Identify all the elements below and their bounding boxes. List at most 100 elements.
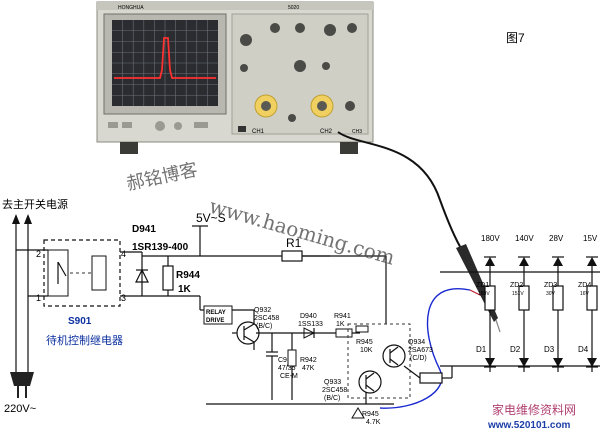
diode-ref-1: D1 xyxy=(476,345,487,354)
svg-text:3: 3 xyxy=(121,293,126,303)
diode-ref-3: D3 xyxy=(544,345,555,354)
scope-waveform xyxy=(114,37,216,79)
zener-voltage-2: 140V xyxy=(515,234,534,243)
r945-top-value: 10K xyxy=(360,347,373,354)
c958-value: 47/35 xyxy=(278,365,296,372)
scope-ch1-label: CH1 xyxy=(252,129,265,135)
scope-model: 5020 xyxy=(288,5,299,11)
r942-ref: R942 xyxy=(300,357,317,364)
s901-ref: S901 xyxy=(68,316,92,327)
svg-text:DRIVE: DRIVE xyxy=(206,318,224,324)
zener-branch-4: 15V ZD4 16V D4 xyxy=(578,234,598,372)
zener-diode-3 xyxy=(553,257,563,266)
r945-top-resistor xyxy=(355,325,369,333)
zener-ref-2: ZD2 xyxy=(510,282,523,289)
diode-ref-4: D4 xyxy=(578,345,589,354)
ground-symbol xyxy=(351,407,365,419)
r1-resistor xyxy=(281,250,303,262)
r945-bottom-ref: R945 xyxy=(362,411,379,418)
q933-type: (B/C) xyxy=(324,395,340,402)
q934-part: 2SA673 xyxy=(408,347,433,354)
d941-ref: D941 xyxy=(132,224,156,235)
zener-resistor-1 xyxy=(484,285,496,311)
zener-ladder: 180VZD1180VD1140VZD2151VD228VZD330VD315V… xyxy=(476,234,598,372)
s901-desc: 待机控制继电器 xyxy=(46,333,123,347)
zener-branch-1: 180V ZD1 180V D1 xyxy=(476,234,500,372)
d941-part: 1SR139-400 xyxy=(132,242,189,253)
figure-label: 图7 xyxy=(506,31,525,45)
zener-voltage-3: 28V xyxy=(549,234,564,243)
bus-diode-1 xyxy=(485,358,495,367)
probe-ground-clip xyxy=(379,288,471,409)
q932-part: 2SC458 xyxy=(254,315,279,322)
zener-sub-2: 151V xyxy=(512,291,524,297)
scope-grid xyxy=(112,20,218,106)
r942-resistor xyxy=(287,349,297,367)
zener-branch-2: 140V ZD2 151V D2 xyxy=(510,234,534,372)
main-switch-label: 去主开关电源 xyxy=(2,197,68,211)
r942-value: 47K xyxy=(302,365,315,372)
q933-transistor xyxy=(358,370,382,394)
r944-resistor xyxy=(162,265,174,291)
ac-plug xyxy=(10,372,34,398)
q932-ref: Q932 xyxy=(254,307,271,314)
svg-text:1: 1 xyxy=(36,293,41,303)
diode-ref-2: D2 xyxy=(510,345,521,354)
ac-input-label: 220V~ xyxy=(4,403,36,415)
zener-sub-4: 16V xyxy=(580,291,590,297)
svg-text:4: 4 xyxy=(121,249,126,259)
svg-text:2: 2 xyxy=(36,249,41,259)
d940-ref: D940 xyxy=(300,313,317,320)
q934-ref: Q934 xyxy=(408,339,425,346)
bus-diode-2 xyxy=(519,358,529,367)
zener-sub-1: 180V xyxy=(478,291,490,297)
scope-right-panel: CH1 CH2 CH3 xyxy=(231,13,369,135)
r945-top-ref: R945 xyxy=(356,339,373,346)
probe-cable xyxy=(337,131,463,251)
d940-part: 1SS133 xyxy=(298,321,323,328)
watermark-site-url: www.520101.com xyxy=(487,420,571,431)
d941-diode xyxy=(135,268,149,283)
r944-value: 1K xyxy=(178,284,192,295)
zener-ref-4: ZD4 xyxy=(578,282,591,289)
q933-ref: Q933 xyxy=(324,379,341,386)
knob-intensity xyxy=(240,34,252,46)
zener-voltage-4: 15V xyxy=(583,234,598,243)
r944-ref: R944 xyxy=(176,270,200,281)
c958-ref: C958 xyxy=(278,357,295,364)
oscilloscope: HONGHUA 5020 xyxy=(96,1,374,154)
zener-voltage-1: 180V xyxy=(481,234,500,243)
q934-type: (C/D) xyxy=(410,355,427,362)
r1-ref: R1 xyxy=(286,236,302,250)
d940-diode xyxy=(303,327,316,339)
q932-type: (B/C) xyxy=(256,323,272,330)
zener-resistor-3 xyxy=(552,285,564,311)
bus-diode-4 xyxy=(587,358,597,367)
detect-module-box xyxy=(347,323,411,399)
relay-drive-box xyxy=(203,305,233,325)
zener-diode-4 xyxy=(587,257,597,266)
r945-bottom-value: 4.7K xyxy=(366,419,381,426)
relay-s901 xyxy=(43,239,121,307)
r941-resistor xyxy=(335,328,353,338)
bus-diode-3 xyxy=(553,358,563,367)
scope-bottom-controls xyxy=(108,121,208,131)
zener-diode-2 xyxy=(519,257,529,266)
c958-type: CE-M xyxy=(280,373,298,380)
zener-ref-3: ZD3 xyxy=(544,282,557,289)
zener-ref-1: ZD1 xyxy=(476,282,489,289)
zener-resistor-2 xyxy=(518,285,530,311)
zener-diode-1 xyxy=(485,257,495,266)
scope-ch2-label: CH2 xyxy=(320,129,333,135)
r941-value: 1K xyxy=(336,321,345,328)
watermark-cn-name: 郝铭博客 xyxy=(125,159,200,195)
bus-resistor xyxy=(419,372,443,384)
knob-focus xyxy=(270,23,280,33)
q934-transistor xyxy=(382,344,406,368)
vcc-label: 5V~S xyxy=(196,211,226,225)
r941-ref: R941 xyxy=(334,313,351,320)
scope-brand: HONGHUA xyxy=(118,5,144,11)
scope-ch3-label: CH3 xyxy=(352,129,362,135)
